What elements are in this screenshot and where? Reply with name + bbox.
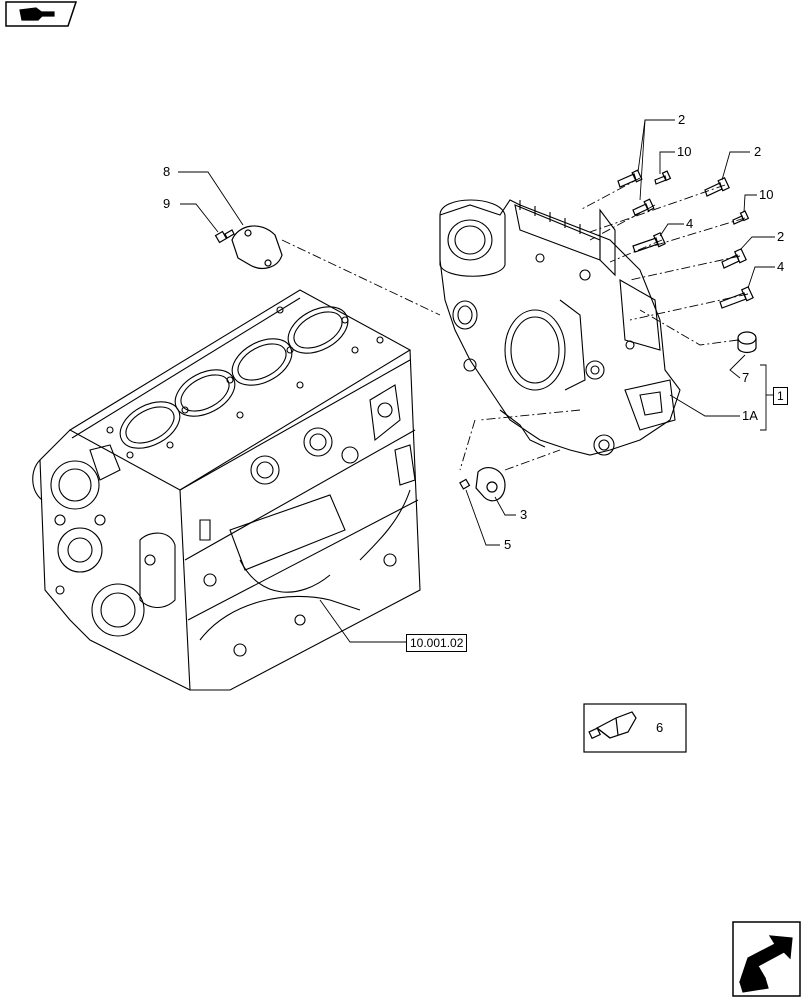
callout-4-lower: 4 — [777, 259, 785, 274]
gasket-3 — [475, 467, 506, 502]
callout-3: 3 — [520, 507, 528, 522]
callout-8: 8 — [163, 164, 171, 179]
book-arrow-icon[interactable] — [5, 1, 78, 27]
alignment-lines — [281, 177, 749, 471]
callout-9: 9 — [163, 196, 171, 211]
callout-1a: 1A — [742, 408, 758, 423]
callout-7: 7 — [742, 370, 750, 385]
engine-block — [32, 289, 421, 691]
screw-5 — [459, 478, 471, 490]
callout-2-top: 2 — [678, 112, 686, 127]
callout-1-box[interactable]: 1 — [773, 387, 788, 405]
cover-plate — [231, 225, 283, 269]
screw-9 — [214, 229, 235, 244]
callout-4-upper: 4 — [686, 216, 694, 231]
callout-10-top: 10 — [677, 144, 692, 159]
plug-7 — [737, 331, 757, 354]
bolts — [617, 169, 754, 309]
callout-5: 5 — [504, 537, 512, 552]
next-page-arrow-icon[interactable] — [732, 921, 801, 997]
leader-lines — [178, 119, 775, 643]
callout-6: 6 — [656, 720, 664, 735]
sealant-box — [583, 703, 687, 753]
flywheel-housing — [439, 199, 681, 456]
callout-2-lower: 2 — [777, 229, 785, 244]
sealant-tube-icon — [588, 711, 637, 740]
block-reference-link[interactable]: 10.001.02 — [406, 634, 468, 652]
callout-2-right: 2 — [754, 144, 762, 159]
callout-10-right: 10 — [759, 187, 774, 202]
